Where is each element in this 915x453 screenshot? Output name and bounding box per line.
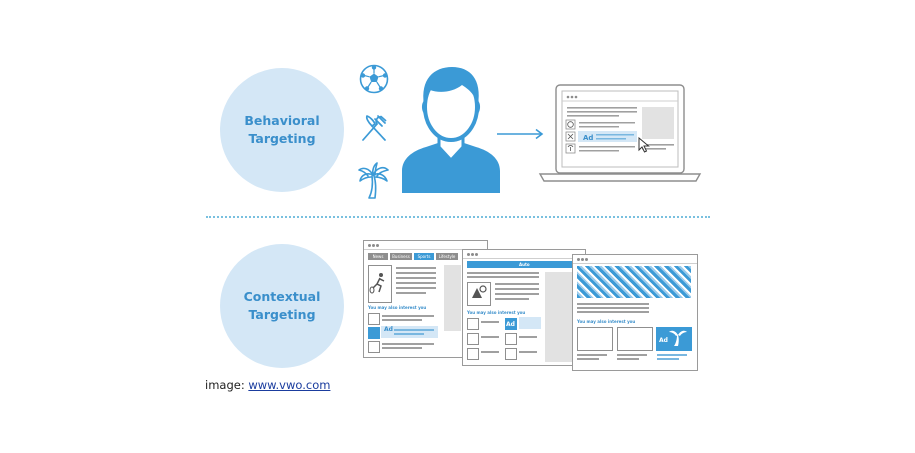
travel-ad-label: Ad — [659, 337, 668, 344]
also-interest-label-1: You may also interest you — [368, 305, 427, 310]
also-interest-label-2: You may also interest you — [467, 310, 526, 315]
auto-page-window: Auto You may also interest you — [462, 249, 586, 366]
palm-tree-icon — [358, 162, 389, 199]
tab-business: Business — [390, 253, 412, 260]
small-palm-icon — [669, 330, 687, 346]
section-divider — [206, 216, 710, 218]
cursor-icon — [638, 137, 650, 153]
travel-banner — [577, 266, 691, 298]
sports-ad-label: Ad — [384, 326, 393, 333]
tennis-player-icon — [369, 273, 385, 294]
laptop-icon — [538, 84, 702, 182]
tennis-image — [368, 265, 392, 303]
tab-news: News — [368, 253, 388, 260]
fork-knife-icon — [362, 115, 387, 141]
behavioral-targeting-circle: Behavioral Targeting — [220, 68, 344, 192]
image-caption: image: www.vwo.com — [205, 378, 330, 392]
contextual-label-line1: Contextual — [243, 289, 321, 304]
also-interest-label-3: You may also interest you — [577, 319, 636, 324]
contextual-label-line2: Targeting — [248, 307, 316, 322]
arrow-right-icon — [497, 128, 544, 140]
behavioral-label-line1: Behavioral — [244, 113, 320, 128]
car-pin-icon — [472, 285, 487, 298]
person-icon — [402, 67, 500, 193]
caption-prefix: image: — [205, 378, 249, 392]
contextual-targeting-circle: Contextual Targeting — [220, 244, 344, 368]
auto-ad-label: Ad — [506, 321, 515, 328]
tab-lifestyle: Lifestyle — [436, 253, 458, 260]
auto-header: Auto — [519, 262, 530, 267]
laptop-ad-label: Ad — [583, 134, 594, 142]
tab-sports: Sports — [414, 253, 434, 260]
soccer-ball-icon — [359, 64, 389, 94]
travel-page-window: You may also interest you — [572, 254, 698, 371]
behavioral-label-line2: Targeting — [248, 131, 316, 146]
caption-link[interactable]: www.vwo.com — [248, 378, 331, 392]
